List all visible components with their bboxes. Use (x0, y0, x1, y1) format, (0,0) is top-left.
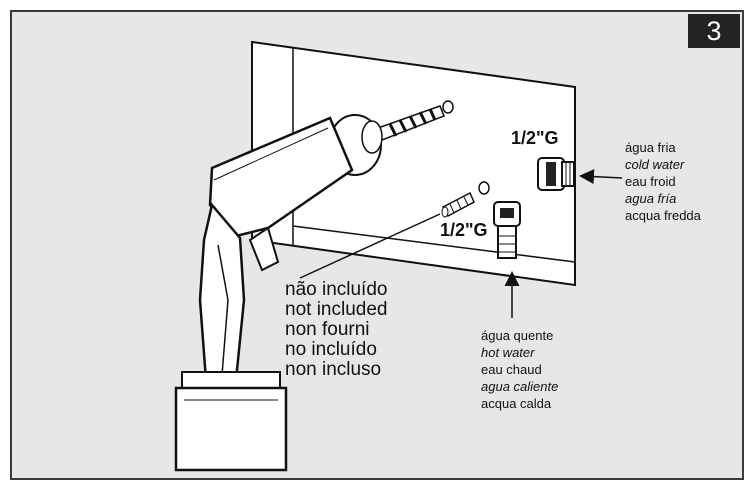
hot-water-label: água quente hot water eau chaud agua cal… (481, 327, 558, 412)
cold-water-arrow (579, 169, 623, 185)
hot-water-es: agua caliente (481, 379, 559, 394)
hot-water-en: hot water (481, 345, 535, 360)
not-included-leader (299, 213, 441, 279)
not-included-it: non incluso (285, 359, 382, 380)
cold-water-en: cold water (625, 157, 685, 172)
power-drill-icon (174, 105, 445, 472)
not-included-es: no incluído (285, 339, 377, 360)
not-included-pt: não incluído (285, 279, 388, 300)
hot-water-it: acqua calda (481, 396, 552, 411)
cold-water-fr: eau froid (625, 174, 676, 189)
drill-hole-lower (478, 181, 490, 195)
thread-label-top: 1/2"G (511, 128, 559, 148)
not-included-label: não incluído not included non fourni no … (285, 280, 387, 380)
wall-plug-icon (441, 191, 475, 218)
step-number-badge: 3 (688, 14, 740, 48)
hot-water-pt: água quente (481, 328, 554, 343)
cold-water-label: água fria cold water eau froid agua fría… (625, 139, 701, 224)
not-included-fr: non fourni (285, 319, 370, 340)
hot-water-fitting-icon (493, 201, 521, 259)
not-included-en: not included (285, 299, 388, 320)
cold-water-it: acqua fredda (625, 208, 701, 223)
cold-water-pt: água fria (625, 140, 676, 155)
hot-water-fr: eau chaud (481, 362, 542, 377)
cold-water-fitting-icon (537, 157, 575, 191)
drill-hole-upper (442, 100, 454, 114)
cold-water-es: agua fría (625, 191, 677, 206)
thread-label-bottom: 1/2"G (440, 220, 488, 240)
